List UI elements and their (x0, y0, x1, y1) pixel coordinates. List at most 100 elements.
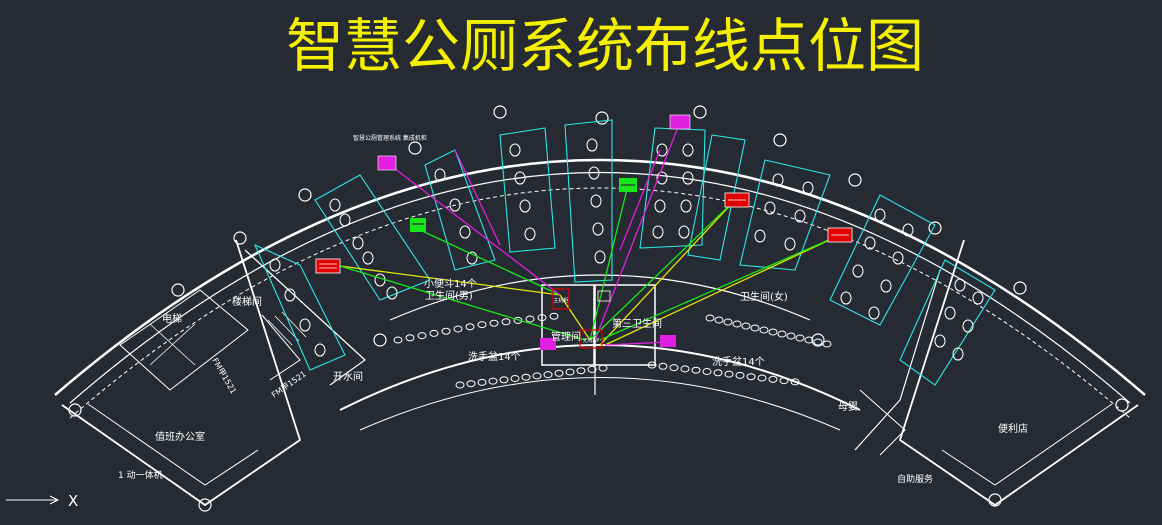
toilet-bowl (524, 227, 536, 241)
mens-stall-block-c (499, 127, 556, 253)
sink-basin-upper-left (465, 323, 475, 331)
toilet-bowl (386, 286, 398, 300)
wire-green-1 (339, 265, 586, 341)
womens-room-label: 卫生间(女) (740, 290, 788, 303)
sink-basin-upper-left (549, 312, 559, 320)
toilet-bowl (652, 225, 664, 239)
toilet-bowl (656, 143, 668, 157)
toilet-bowl (772, 173, 784, 187)
sinks-right-label: 洗手盆14个 (712, 355, 765, 368)
sink-basin-lower-left (499, 376, 509, 384)
outer-arc-wall-inner (69, 171, 1131, 404)
toilet-bowl (874, 208, 886, 222)
structural-column (493, 105, 507, 119)
toilet-bowl (352, 236, 364, 250)
display-panel-red-left[interactable] (315, 258, 341, 274)
reader-magenta-right[interactable] (660, 335, 676, 347)
toilet-bowl (682, 171, 694, 185)
core-cabinet[interactable] (552, 288, 570, 310)
sink-basin-lower-right (669, 364, 679, 372)
toilet-bowl (339, 213, 351, 227)
wire-magenta-4 (454, 149, 501, 246)
toilet-bowl (514, 171, 526, 185)
wire-yellow-2 (599, 199, 736, 346)
sink-basin-upper-right (804, 336, 814, 344)
wire-magenta-1 (389, 164, 561, 296)
structural-column (773, 133, 787, 147)
womens-stall-block-b (687, 134, 746, 261)
reader-magenta-left[interactable] (540, 338, 556, 350)
wiring-lines (339, 121, 841, 346)
sink-basin-upper-left (453, 325, 463, 333)
stall-partitions (253, 119, 996, 386)
sink-basin-lower-left (554, 369, 564, 377)
sink-basin-upper-left (477, 321, 487, 329)
structural-column (1115, 398, 1129, 412)
sink-basin-upper-right (741, 322, 751, 330)
toilet-bowl (678, 225, 690, 239)
drawing-title: 智慧公厕系统布线点位图 (286, 12, 924, 80)
sink-basin-lower-right (757, 374, 767, 382)
wire-green-4 (589, 199, 736, 341)
sink-basin-lower-right (658, 362, 668, 370)
pipe-room-label: 管理间 (551, 330, 581, 343)
toilet-bowl (449, 198, 461, 212)
toilet-bowl (892, 251, 904, 265)
right-wing-outline (898, 239, 1139, 507)
duty-office-label: 值班办公室 (155, 430, 205, 443)
inner-arc-wall-2 (359, 377, 841, 431)
toilet-bowl (588, 166, 600, 180)
structural-column (693, 105, 707, 119)
sink-basin-lower-right (724, 370, 734, 378)
sink-basin-upper-left (489, 319, 499, 327)
system-note: 智慧公厕管理系统 集成机柜 (353, 134, 427, 142)
sink-basin-upper-right (732, 320, 742, 328)
switch-box[interactable] (597, 290, 611, 302)
toilet-bowl (852, 264, 864, 278)
elevator-cross (149, 323, 196, 366)
toilet-bowl (902, 223, 914, 237)
wire-green-5 (599, 234, 841, 341)
sink-basin-upper-right (750, 324, 760, 332)
sink-basin-lower-left (565, 368, 575, 376)
camera-magenta-left[interactable] (377, 155, 397, 171)
sink-basin-lower-left (532, 372, 542, 380)
nursery-room-wall (859, 389, 906, 456)
sink-basin-lower-right (779, 377, 789, 385)
axis-arrowhead (49, 495, 60, 505)
structural-column (233, 231, 247, 245)
toilet-bowl (314, 343, 326, 357)
sink-basin-lower-left (598, 364, 608, 372)
sink-basin-lower-left (543, 371, 553, 379)
camera-magenta-top[interactable] (669, 114, 691, 130)
toilet-bowl (594, 250, 606, 264)
sink-basin-lower-right (702, 368, 712, 375)
structural-column (988, 493, 1002, 507)
sink-basin-upper-left (537, 314, 547, 322)
sink-basin-upper-right (768, 328, 778, 336)
mens-stall-block-d (564, 119, 613, 283)
right-wing-inner (941, 403, 1113, 486)
structural-column (1013, 281, 1027, 295)
structural-column (198, 498, 212, 512)
toilet-bowl (466, 251, 478, 265)
sinks-left-label: 洗手盆14个 (468, 350, 521, 363)
toilet-bowl (784, 237, 796, 251)
access-point-box[interactable] (579, 329, 603, 349)
toilet-bowl (459, 225, 471, 239)
wire-magenta-5 (619, 149, 661, 251)
sink-basin-lower-left (587, 365, 597, 373)
toilet-bowl (654, 199, 666, 213)
toilet-bowl (682, 143, 694, 157)
right-corridor-wall (854, 269, 941, 451)
sensor-green-left[interactable] (410, 218, 426, 232)
toilet-bowl (299, 318, 311, 332)
sink-basin-upper-right (795, 334, 805, 342)
sink-basin-upper-right (786, 332, 796, 340)
sink-basin-lower-right (680, 365, 690, 373)
wire-trunk (559, 294, 591, 341)
toilet-bowl (586, 138, 598, 152)
